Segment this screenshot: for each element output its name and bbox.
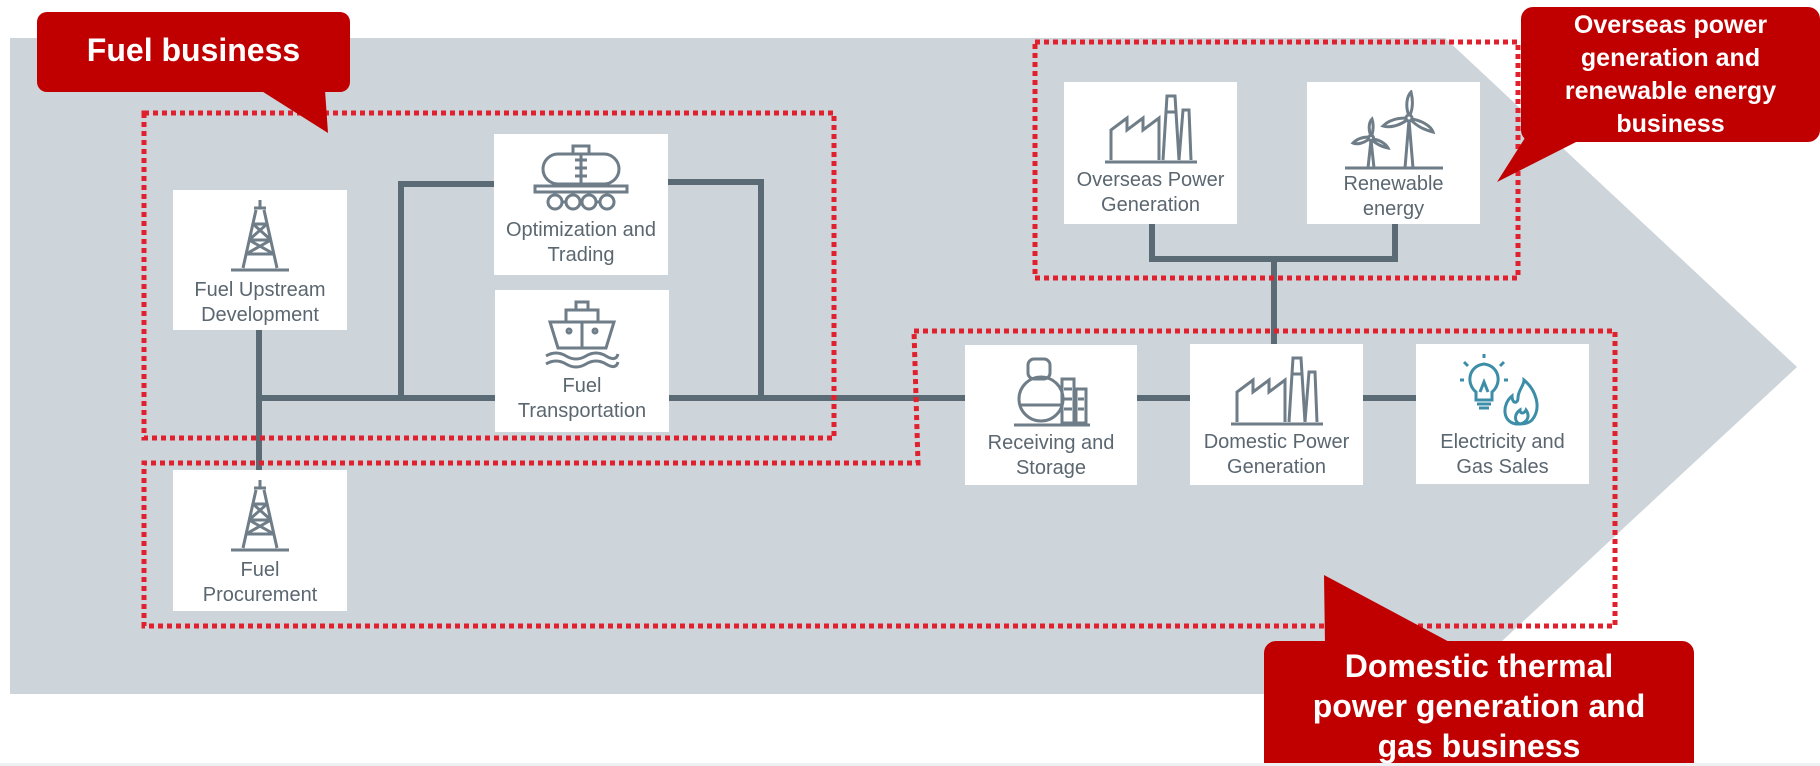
domestic-callout-line-3: gas business	[1377, 728, 1581, 764]
factory-icon	[1104, 94, 1197, 164]
domestic-business-callout: Domestic thermal power generation and ga…	[1264, 646, 1694, 766]
overseas-callout-line-1: Overseas power	[1573, 11, 1768, 39]
overseas-business-callout-shape	[1497, 7, 1820, 182]
node-label-line-2: Procurement	[202, 584, 318, 606]
bottom-divider	[0, 763, 1820, 766]
fuel-business-callout-shape	[37, 12, 350, 133]
node-receiving-and-storage: Receiving and Storage	[965, 345, 1137, 485]
node-label-line-1: Overseas Power	[1076, 169, 1225, 191]
node-label-line-1: Renewable	[1343, 173, 1444, 195]
node-label-line-1: Receiving and	[987, 432, 1115, 454]
node-label-line-1: Fuel Upstream	[194, 279, 326, 301]
fuel-business-callout-text: Fuel business	[86, 32, 301, 68]
node-label-line-2: Gas Sales	[1456, 456, 1549, 478]
overseas-callout-line-3: renewable energy	[1564, 77, 1777, 105]
domestic-business-callout-shape	[1264, 575, 1694, 766]
storage-tank-icon	[1014, 357, 1090, 427]
ship-icon	[545, 300, 620, 369]
fuel-business-callout: Fuel business	[37, 30, 350, 70]
overseas-callout-line-2: generation and	[1580, 44, 1761, 72]
factory-icon	[1230, 356, 1323, 426]
domestic-business-boundary	[141, 328, 1618, 629]
node-label-line-1: Fuel	[562, 375, 602, 397]
oil-derrick-icon	[231, 480, 289, 552]
dotted-boundaries	[141, 39, 1618, 629]
node-fuel-procurement: Fuel Procurement	[173, 470, 347, 611]
lightbulb-flame-icon	[1459, 354, 1539, 426]
node-label-line-1: Fuel	[240, 559, 280, 581]
node-domestic-power-generation: Domestic Power Generation	[1190, 344, 1363, 485]
domestic-callout-line-1: Domestic thermal	[1344, 648, 1614, 684]
domestic-callout-line-2: power generation and	[1312, 688, 1646, 724]
node-label-line-2: Development	[201, 304, 319, 326]
overseas-business-callout: Overseas power generation and renewable …	[1521, 9, 1820, 141]
fuel-business-boundary	[141, 110, 837, 441]
tank-car-icon	[533, 144, 629, 211]
node-label-line-2: Generation	[1227, 456, 1326, 478]
overseas-callout-line-4: business	[1616, 110, 1725, 138]
node-label-line-1: Electricity and	[1440, 431, 1565, 453]
node-label-line-2: Trading	[547, 244, 615, 266]
node-renewable-energy: Renewable energy	[1307, 82, 1480, 224]
node-label-line-2: Transportation	[517, 400, 647, 422]
node-label-line-2: energy	[1362, 198, 1425, 220]
oil-derrick-icon	[231, 200, 289, 272]
node-label-line-1: Optimization and	[505, 219, 657, 241]
node-fuel-transportation: Fuel Transportation	[495, 290, 669, 432]
node-label-line-1: Domestic Power	[1203, 431, 1350, 453]
node-fuel-upstream-development: Fuel Upstream Development	[173, 190, 347, 330]
node-optimization-and-trading: Optimization and Trading	[494, 134, 668, 275]
wind-turbine-icon	[1344, 90, 1443, 170]
node-label-line-2: Storage	[1015, 457, 1087, 479]
node-label-line-2: Generation	[1101, 194, 1200, 216]
node-electricity-and-gas-sales: Electricity and Gas Sales	[1416, 344, 1589, 484]
node-overseas-power-generation: Overseas Power Generation	[1064, 82, 1237, 224]
